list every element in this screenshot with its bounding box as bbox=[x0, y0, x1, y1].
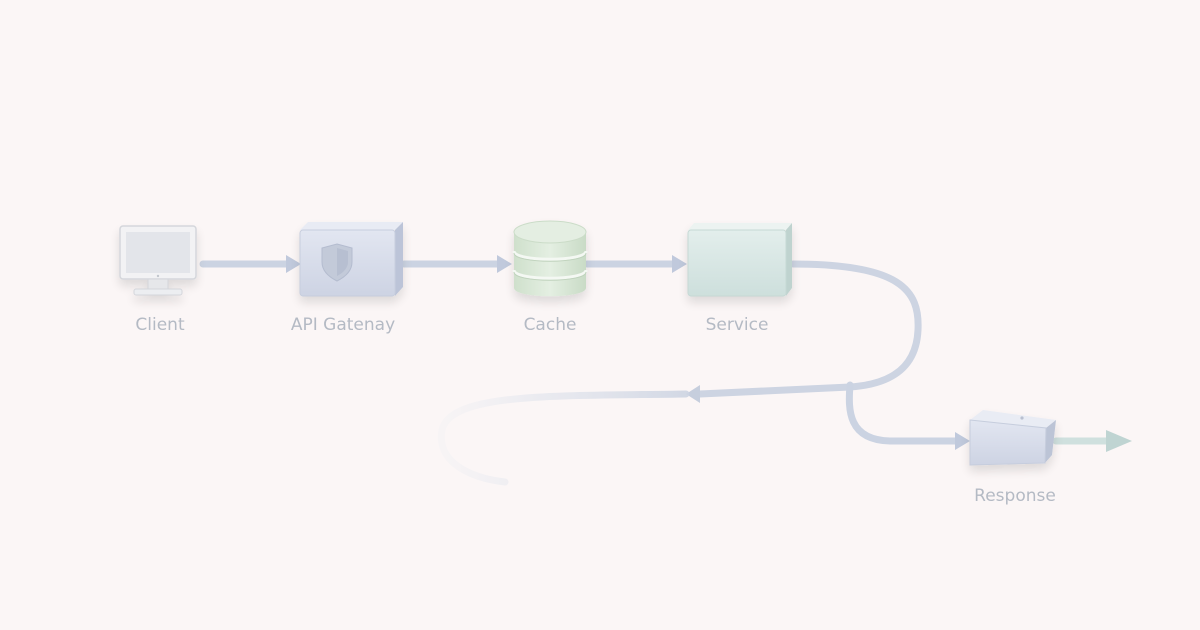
node-client[interactable] bbox=[119, 225, 197, 296]
node-cache[interactable] bbox=[512, 220, 588, 297]
edge-gateway-cache bbox=[400, 255, 512, 273]
edge-client-gateway bbox=[199, 255, 301, 273]
edge-service-loop bbox=[437, 260, 922, 486]
server-box-icon bbox=[687, 229, 787, 297]
response-label: Response bbox=[974, 486, 1056, 506]
database-icon bbox=[512, 220, 588, 297]
node-service[interactable] bbox=[687, 223, 792, 297]
shield-icon bbox=[321, 243, 353, 282]
api-gateway-label: API Gatenay bbox=[291, 315, 395, 335]
node-api-gateway[interactable] bbox=[299, 222, 403, 297]
service-label: Service bbox=[706, 315, 769, 335]
monitor-icon bbox=[119, 225, 197, 296]
edge-service-response bbox=[845, 381, 970, 450]
wedge-box-icon bbox=[969, 410, 1056, 466]
node-response[interactable] bbox=[969, 410, 1056, 466]
cache-label: Cache bbox=[524, 315, 577, 335]
edge-cache-service bbox=[583, 255, 687, 273]
edge-response-out bbox=[1052, 430, 1132, 452]
client-label: Client bbox=[135, 315, 185, 335]
